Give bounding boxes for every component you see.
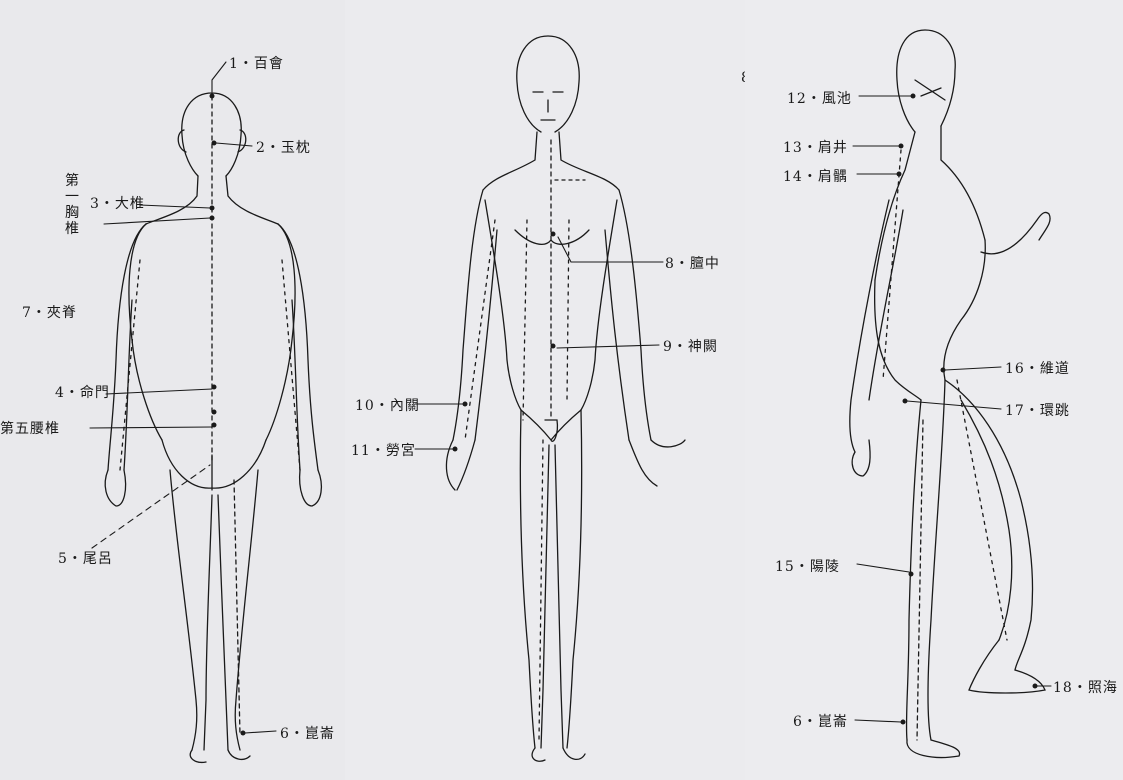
back-arm-meridians xyxy=(120,260,300,470)
front-view-panel: 8 8・膻中 9・神闕 10・內關 11・勞宮 xyxy=(345,0,745,780)
label-fengchi: 12・風池 xyxy=(787,88,852,108)
front-left-arm xyxy=(453,190,497,440)
side-lifted-leg xyxy=(945,380,1033,670)
front-right-hand xyxy=(629,440,685,486)
label-dazhui: 3・大椎 xyxy=(90,193,145,213)
side-face-detail xyxy=(915,80,945,100)
label-first-thoracic-vertebra: 第 一 胸 椎 xyxy=(64,173,80,237)
front-face xyxy=(533,92,563,120)
back-view-panel: 1・百會 2・玉枕 3・大椎 第 一 胸 椎 7・夾脊 4・命門 第五腰椎 5・… xyxy=(0,0,345,780)
label-jianjing: 13・肩井 xyxy=(783,137,848,157)
label-fifth-lumbar-vertebra: 第五腰椎 xyxy=(0,418,60,438)
front-side-meridians xyxy=(523,220,569,740)
side-torso xyxy=(875,240,986,400)
label-neiguan: 10・內關 xyxy=(355,395,420,415)
back-leg-meridian xyxy=(234,480,240,735)
side-head-outline xyxy=(897,30,955,132)
label-mingmen: 4・命門 xyxy=(55,382,110,402)
front-head-outline xyxy=(517,36,579,132)
side-hand xyxy=(852,440,870,476)
front-feet xyxy=(532,748,585,761)
side-standing-foot xyxy=(907,740,960,757)
label-kunlun-side: 6・崑崙 xyxy=(793,711,848,731)
side-body-figure xyxy=(745,0,1123,780)
front-body-figure xyxy=(345,0,745,780)
back-leader-lines xyxy=(90,62,276,733)
side-view-panel: 12・風池 13・肩井 14・肩髃 16・維道 17・環跳 15・陽陵 18・照… xyxy=(745,0,1123,780)
back-left-hand xyxy=(105,470,125,506)
front-left-hand xyxy=(446,440,475,490)
label-zhaohai: 18・照海 xyxy=(1053,677,1118,697)
label-laogong: 11・勞宮 xyxy=(351,440,416,460)
back-right-hand xyxy=(300,470,322,506)
label-weilu: 5・尾呂 xyxy=(58,548,113,568)
label-jianyu: 14・肩髃 xyxy=(783,166,848,186)
back-right-arm xyxy=(278,224,318,470)
back-ears xyxy=(178,130,246,152)
side-standing-leg xyxy=(906,380,945,740)
back-feet xyxy=(190,750,250,762)
back-buttocks xyxy=(162,440,266,490)
label-yuzhen: 2・玉枕 xyxy=(256,137,311,157)
label-jiaji: 7・夾脊 xyxy=(22,302,77,322)
label-danzhong: 8・膻中 xyxy=(665,253,720,273)
label-kunlun-back: 6・崑崙 xyxy=(280,723,335,743)
front-arm-meridian xyxy=(465,220,495,440)
side-lifted-leg-meridian xyxy=(957,380,1007,640)
front-legs xyxy=(520,410,581,748)
side-leg-meridian xyxy=(917,420,923,740)
side-neck xyxy=(875,126,985,280)
label-shenque: 9・神闕 xyxy=(663,336,718,356)
label-yangling: 15・陽陵 xyxy=(775,556,840,576)
label-weidao: 16・維道 xyxy=(1005,358,1070,378)
back-body-figure xyxy=(0,0,345,780)
label-huantiao: 17・環跳 xyxy=(1005,400,1070,420)
side-raised-arm xyxy=(981,212,1050,253)
back-legs xyxy=(170,470,258,750)
side-torso-meridian xyxy=(883,150,901,380)
label-baihui: 1・百會 xyxy=(229,53,284,73)
